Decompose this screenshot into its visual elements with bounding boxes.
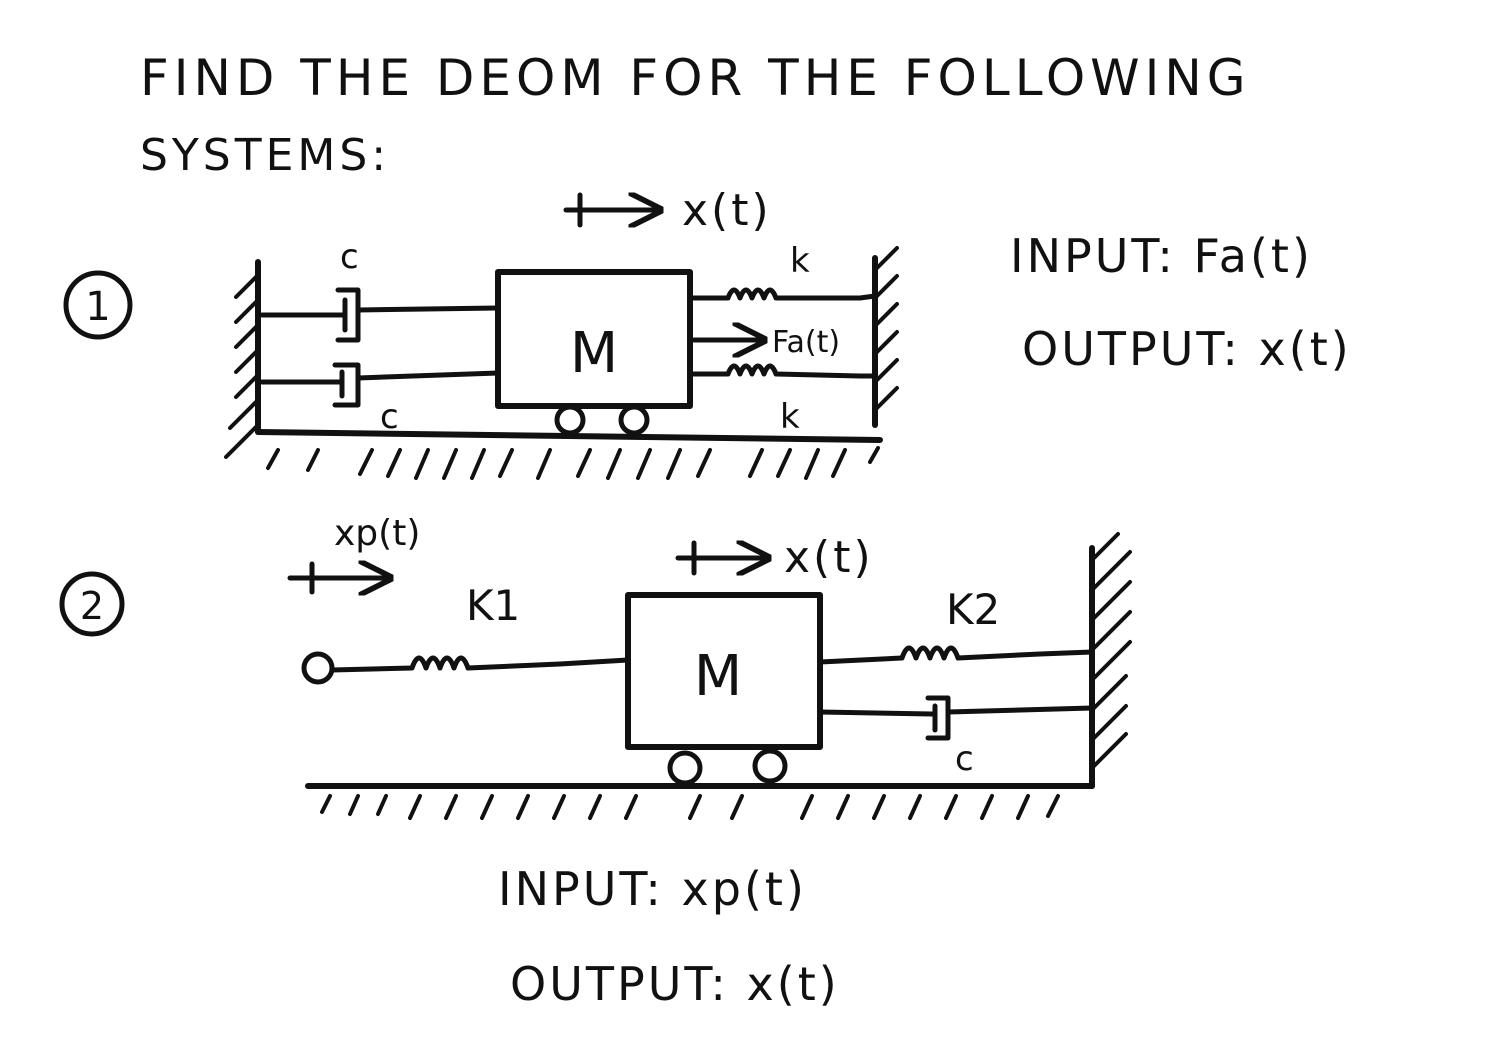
system2-right-wall (1089, 532, 1132, 789)
system2-spring-right-label: K2 (946, 585, 1000, 634)
system1-wheel-left (554, 404, 586, 436)
system2-spring-left-label: K1 (466, 581, 520, 630)
system1-damper-bottom-label: c (380, 397, 399, 437)
system2-mass-label: M (694, 644, 742, 709)
system1-spring-bottom (687, 363, 878, 379)
system1-right-wall (872, 246, 899, 428)
system2-damper (817, 695, 1095, 741)
system1-damper-top (259, 287, 501, 343)
title-line2: SYSTEMS: (140, 130, 390, 181)
system1-number: 1 (85, 284, 110, 330)
system2-input-label: INPUT: xp(t) (498, 862, 807, 916)
system1-mass-block (495, 269, 693, 409)
system1-left-wall (224, 259, 261, 459)
system2-input-displacement-label: xp(t) (334, 513, 420, 554)
system1-displacement-arrow (563, 192, 660, 228)
system1-damper-bottom (259, 362, 501, 408)
system2-spring-left (329, 655, 631, 673)
system1-output-label: OUTPUT: x(t) (1022, 322, 1352, 376)
system2-input-node (301, 651, 335, 685)
system1-damper-top-label: c (340, 237, 359, 277)
system1-ground (255, 429, 883, 480)
system2-input-displacement-arrow (287, 564, 390, 592)
system2-number-circle (59, 571, 125, 637)
system2-wheel-left (667, 750, 703, 786)
system1-input-label: INPUT: Fa(t) (1010, 229, 1313, 283)
system2-ground (305, 783, 1095, 820)
system2-spring-right (817, 645, 1095, 665)
system1-number-circle (63, 270, 133, 340)
system2-displacement-label: x(t) (784, 532, 874, 583)
title-line1: FIND THE DEOM FOR THE FOLLOWING (140, 49, 1251, 107)
system2-output-label: OUTPUT: x(t) (510, 957, 840, 1011)
system1-force-label: Fa(t) (772, 325, 840, 360)
system2-number: 2 (80, 584, 104, 628)
system2-wheel-right (752, 748, 788, 784)
system2-diagram: 2 xp(t) x(t) K1 M K2 (59, 513, 1132, 1011)
system2-mass-block (625, 592, 823, 750)
system1-spring-bottom-label: k (780, 397, 800, 437)
system1-spring-top-label: k (790, 241, 810, 281)
system2-damper-label: c (955, 739, 974, 779)
system1-spring-top (687, 287, 878, 301)
system1-wheel-right (618, 404, 650, 436)
system2-displacement-arrow (675, 540, 768, 576)
system1-diagram: 1 (63, 185, 1352, 480)
system1-mass-label: M (570, 321, 618, 386)
system1-displacement-label: x(t) (682, 185, 772, 236)
